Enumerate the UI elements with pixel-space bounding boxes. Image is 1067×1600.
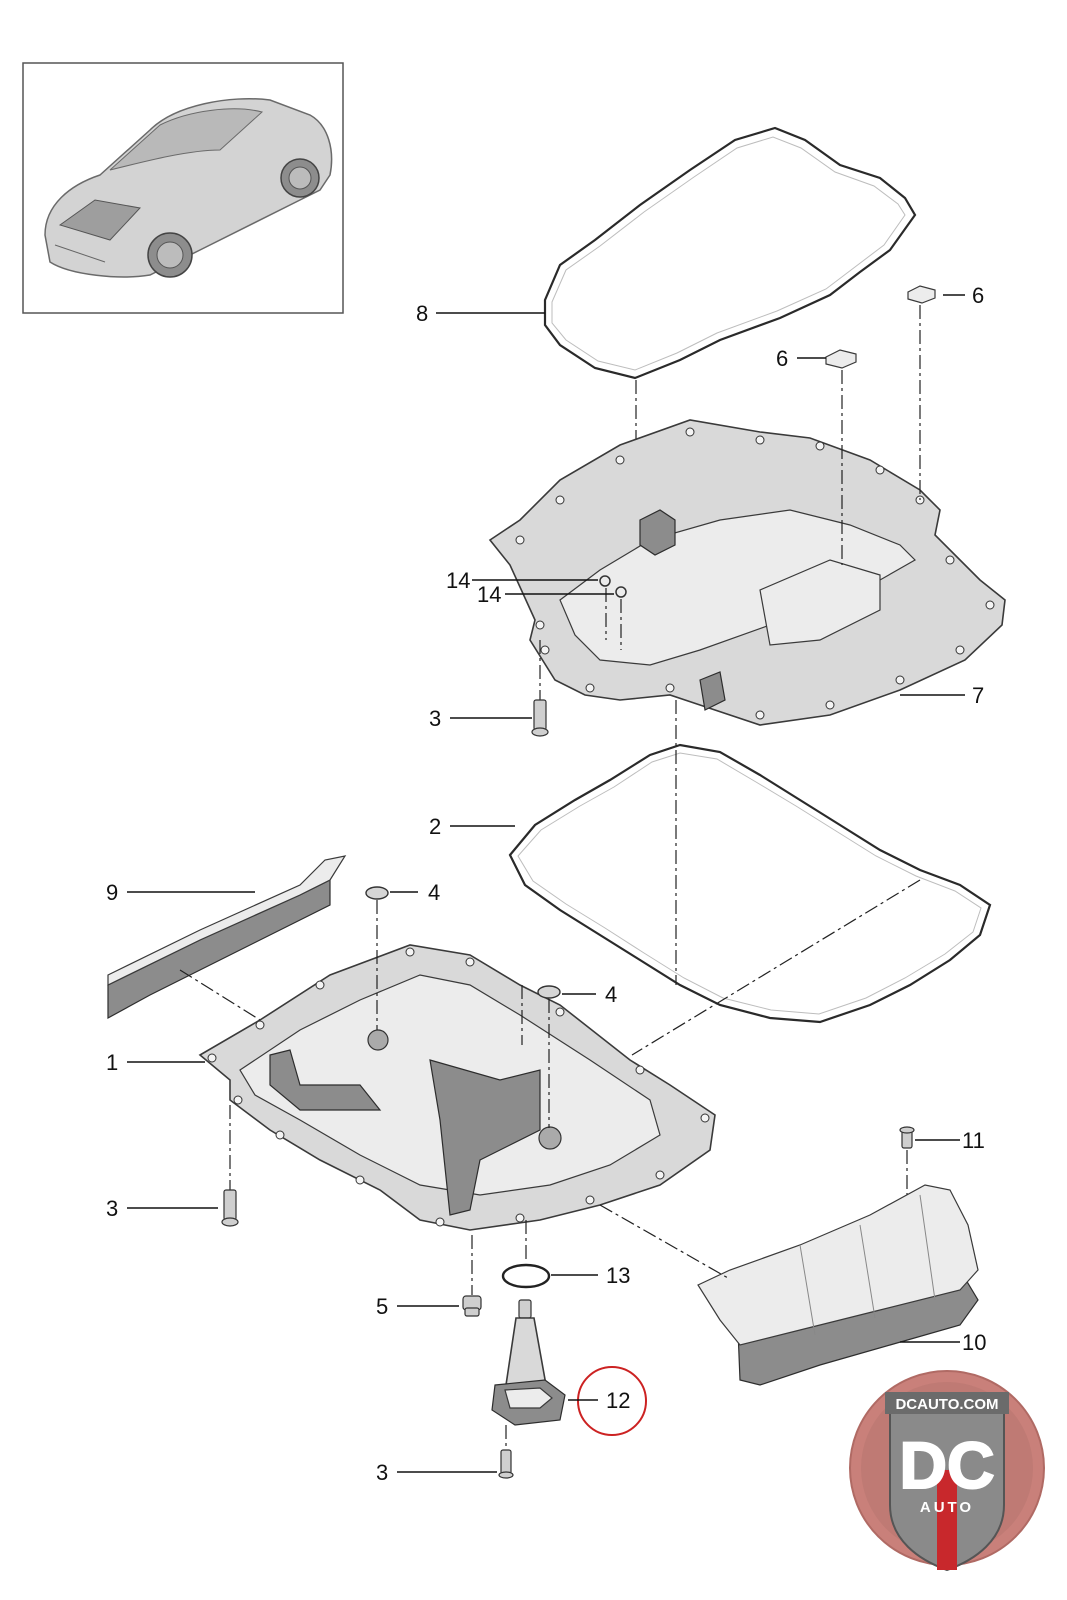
seal-rings-4 [365,886,561,1128]
bolt-bottom [498,1425,514,1479]
logo-bottom-text: AUTO [920,1499,974,1516]
callout-5: 5 [376,1294,388,1319]
callout-labels: 8 6 6 14 14 7 3 2 9 4 4 1 11 3 13 5 10 1… [106,283,986,1485]
heat-shield-right [599,1184,979,1386]
callout-8: 8 [416,301,428,326]
plug-upper [907,285,936,500]
drain-plug [462,1235,482,1317]
logo-monogram: DC [899,1428,994,1502]
lower-oil-pan [198,944,716,1231]
callout-12: 12 [606,1388,630,1413]
callout-11: 11 [962,1128,985,1153]
callout-7: 7 [972,683,984,708]
bolt-left-lower [221,1105,239,1227]
plug-lower [825,349,857,565]
callout-6-lower: 6 [776,346,788,371]
car-thumbnail-icon [44,98,333,278]
o-ring-13 [501,1220,551,1289]
callout-2: 2 [429,814,441,839]
callout-6-upper: 6 [972,283,984,308]
callout-3-left: 3 [106,1196,118,1221]
callout-13: 13 [606,1263,630,1288]
o-rings-14 [599,575,627,650]
heat-shield-left [107,855,347,1021]
upper-oil-pan [488,419,1006,726]
callout-1: 1 [106,1050,118,1075]
bolt-upper [531,640,549,737]
lower-gasket [508,700,992,1056]
leader-lines [127,294,965,1473]
callout-3-upper: 3 [429,706,441,731]
callout-4-lower: 4 [605,982,617,1007]
callout-9: 9 [106,880,118,905]
oil-level-sensor [491,1299,647,1436]
logo-top-text: DCAUTO.COM [895,1396,998,1413]
callout-14-lower: 14 [477,582,501,607]
callout-14-upper: 14 [446,568,470,593]
callout-3-bottom: 3 [376,1460,388,1485]
dcauto-logo: DCAUTO.COM DC AUTO [849,1370,1045,1572]
callout-10: 10 [962,1330,986,1355]
car-thumbnail [22,62,344,314]
callout-4-upper: 4 [428,880,440,905]
bolt-11 [899,1126,915,1195]
